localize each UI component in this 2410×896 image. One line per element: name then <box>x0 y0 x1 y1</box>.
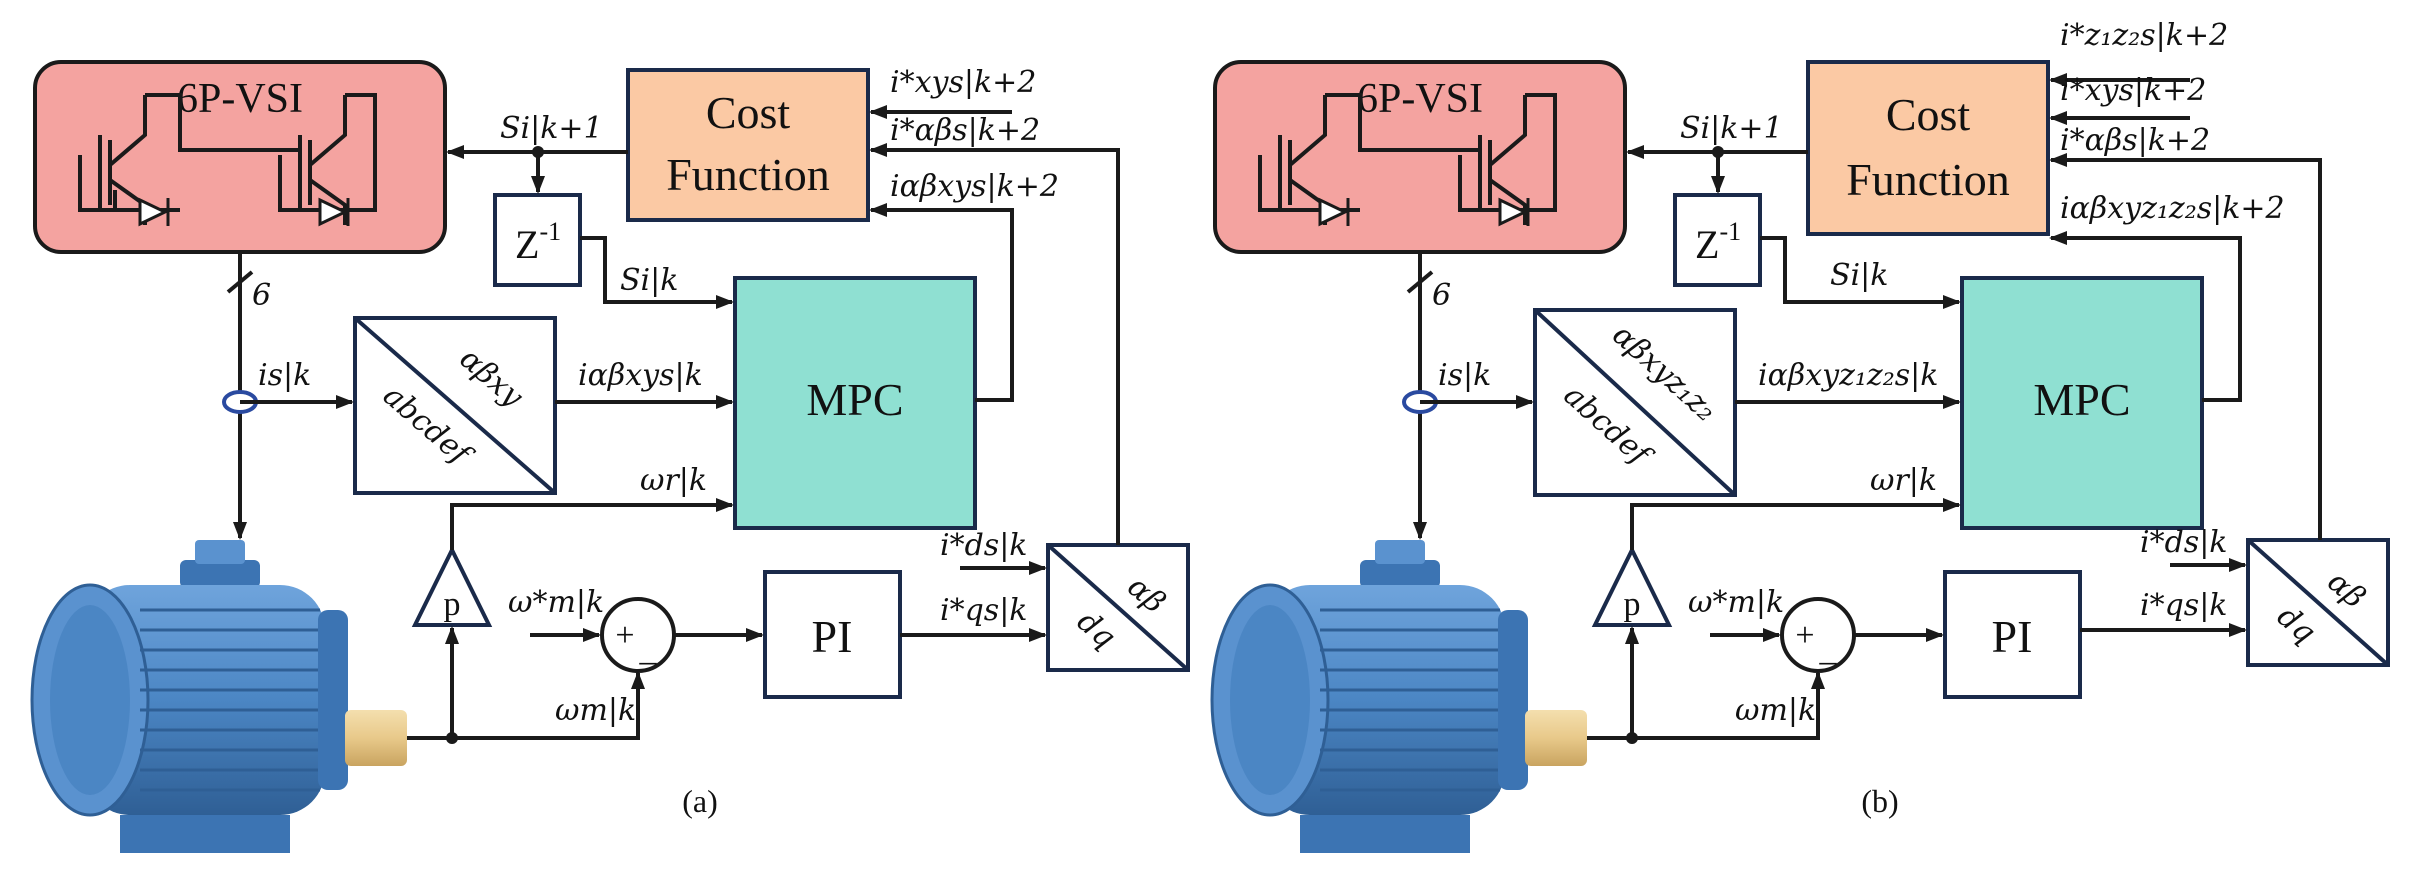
signal-current-measured: is|k <box>258 358 311 393</box>
svg-text:Z-1: Z-1 <box>1695 217 1741 267</box>
signal-iqs-ref: i*qs|k <box>940 593 1027 628</box>
summing-circle <box>600 597 676 673</box>
signal-omega-ref: ω*m|k <box>1688 585 1784 620</box>
mpc-block: MPC <box>733 276 977 530</box>
panel-b: 6P-VSI Cost Function Z-1 MPC <box>1210 18 2390 853</box>
motor-icon <box>1210 540 1587 853</box>
diode-icon <box>318 197 350 227</box>
sum-plus-sign: + <box>615 617 634 654</box>
panel-a: 6P-VSI Cost Function Z-1 MPC <box>30 60 1190 853</box>
gain-triangle <box>1591 545 1673 627</box>
signal-omega-m: ωm|k <box>1735 693 1816 728</box>
delay-exponent: -1 <box>1719 217 1741 246</box>
motor-shaft <box>1525 710 1587 766</box>
sum-minus-sign: _ <box>1819 631 1838 668</box>
signal-switch-now: Si|k <box>1830 258 1888 293</box>
signal-switch-next: Si|k+1 <box>1680 111 1783 146</box>
summing-circle <box>1780 597 1856 673</box>
cost-function-box <box>1806 60 2050 236</box>
panel-caption: (a) <box>682 783 718 819</box>
summing-junction: + _ <box>600 597 676 673</box>
diode-icon <box>138 197 170 227</box>
signal-omega-r: ωr|k <box>640 463 707 498</box>
delay-box <box>1673 193 1762 287</box>
gain-block: p <box>411 545 493 627</box>
cost-function-block: Cost Function <box>1806 60 2050 236</box>
panel-caption: (b) <box>1861 783 1898 819</box>
gain-label: p <box>444 586 461 623</box>
signal-switch-next: Si|k+1 <box>500 111 603 146</box>
delay-block: Z-1 <box>493 193 582 287</box>
vsi-label: 6P-VSI <box>177 76 303 122</box>
vsi-block: 6P-VSI <box>33 60 447 254</box>
sum-minus-sign: _ <box>639 631 658 668</box>
signal-ref-alphabeta: i*αβs|k+2 <box>2060 123 2210 158</box>
gain-block: p <box>1591 545 1673 627</box>
signal-current-measured: is|k <box>1438 358 1491 393</box>
signal-predicted-current: iαβxyz₁z₂s|k+2 <box>2060 191 2285 226</box>
diode-icon <box>1498 197 1530 227</box>
clarke-transform-block: αβxyz₁z₂ abcdef <box>1533 308 1737 497</box>
pi-box <box>1943 570 2082 699</box>
vsi-block: 6P-VSI <box>1213 60 1627 254</box>
cost-function-label-line1: Cost <box>706 87 791 138</box>
mpc-block: MPC <box>1960 276 2204 530</box>
diode-icon <box>1318 197 1350 227</box>
signal-omega-r: ωr|k <box>1870 463 1937 498</box>
pi-block: PI <box>1943 570 2082 699</box>
delay-block: Z-1 <box>1673 193 1762 287</box>
signal-omega-ref: ω*m|k <box>508 585 604 620</box>
signal-predicted-current: iαβxys|k+2 <box>890 169 1059 204</box>
mpc-box <box>733 276 977 530</box>
mpc-label: MPC <box>806 374 903 425</box>
pi-label: PI <box>812 611 853 662</box>
mpc-label: MPC <box>2033 374 2130 425</box>
cost-function-label-line2: Function <box>666 149 830 200</box>
pi-block: PI <box>763 570 902 699</box>
signal-omega-m: ωm|k <box>555 693 636 728</box>
bus-count: 6 <box>252 278 271 313</box>
delay-exponent: -1 <box>539 217 561 246</box>
signal-ref-xy: i*xys|k+2 <box>890 65 1036 100</box>
signal-ids-ref: i*ds|k <box>940 528 1027 563</box>
pi-box <box>763 570 902 699</box>
motor-icon <box>30 540 407 853</box>
gain-label: p <box>1624 586 1641 623</box>
park-transform-block: αβ dq <box>2246 538 2390 667</box>
signal-current-transformed: iαβxys|k <box>578 358 703 393</box>
pi-label: PI <box>1992 611 2033 662</box>
gain-triangle <box>411 545 493 627</box>
signal-wires <box>1402 73 2322 744</box>
motor-shaft <box>345 710 407 766</box>
svg-text:Z-1: Z-1 <box>515 217 561 267</box>
signal-ref-z1z2: i*z₁z₂s|k+2 <box>2060 18 2228 53</box>
signal-current-transformed: iαβxyz₁z₂s|k <box>1758 358 1938 393</box>
cost-function-label-line1: Cost <box>1886 89 1971 140</box>
vsi-label: 6P-VSI <box>1357 76 1483 122</box>
signal-ids-ref: i*ds|k <box>2140 525 2227 560</box>
park-transform-block: αβ dq <box>1046 543 1190 672</box>
cost-function-label-line2: Function <box>1846 154 2010 205</box>
signal-ref-alphabeta: i*αβs|k+2 <box>890 113 1040 148</box>
summing-junction: + _ <box>1780 597 1856 673</box>
delay-label: Z <box>1695 222 1719 267</box>
sum-plus-sign: + <box>1795 617 1814 654</box>
cost-function-block: Cost Function <box>626 68 870 222</box>
signal-iqs-ref: i*qs|k <box>2140 588 2227 623</box>
signal-switch-now: Si|k <box>620 263 678 298</box>
mpc-box <box>1960 276 2204 530</box>
bus-count: 6 <box>1432 278 1451 313</box>
signal-ref-xy: i*xys|k+2 <box>2060 73 2206 108</box>
signal-wires <box>222 105 1120 744</box>
cost-function-box <box>626 68 870 222</box>
delay-label: Z <box>515 222 539 267</box>
clarke-transform-block: αβxy abcdef <box>353 316 557 495</box>
